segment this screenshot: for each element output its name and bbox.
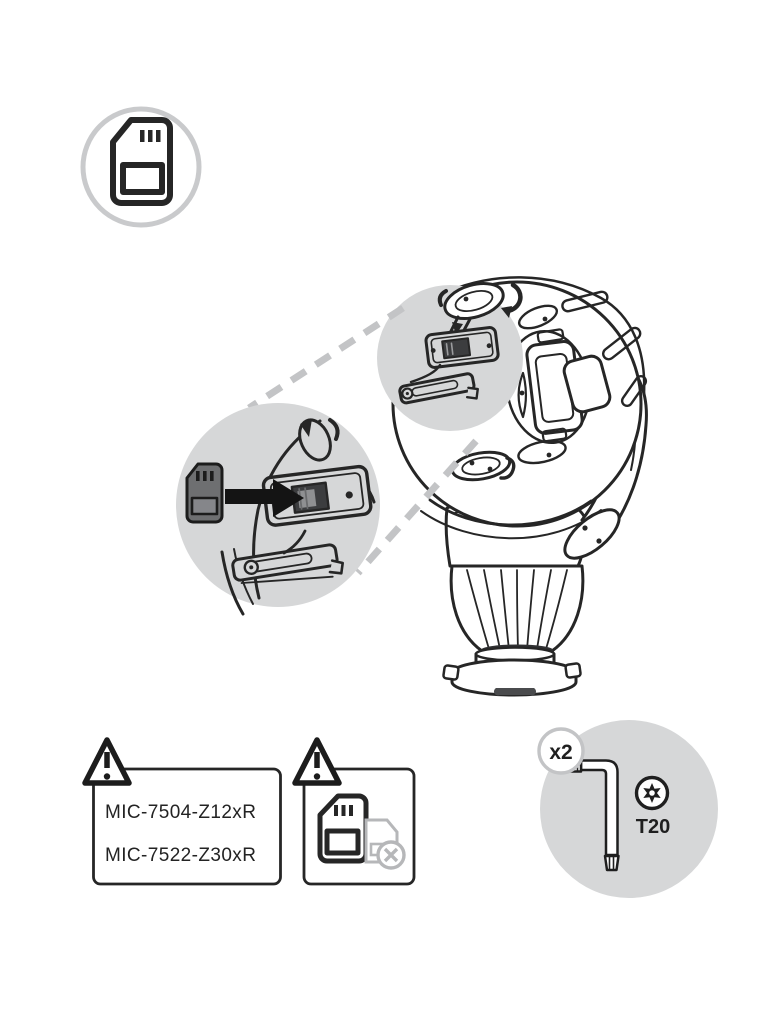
top-cap: [437, 282, 523, 336]
sd-card-error-icon: [364, 818, 406, 870]
camera-base: [442, 646, 582, 697]
quantity-badge: x2: [537, 727, 585, 775]
torx-screw-icon: [634, 775, 670, 811]
sd-card-badge: [80, 106, 202, 228]
quantity-label: x2: [549, 741, 572, 764]
callout-connector-lines: [247, 305, 479, 576]
sd-card-icon-solid: [317, 793, 369, 864]
sd-door-small: [398, 372, 479, 405]
shield-vent-slots: [517, 290, 648, 465]
sd-card-icon: [110, 117, 173, 206]
sd-card-insert: [185, 462, 224, 524]
torx-tools-badge: T20 x2: [537, 720, 718, 898]
sd-slot-plate-small: [424, 326, 500, 369]
model-number-line1: MIC-7504-Z12xR: [105, 802, 256, 823]
warning-triangle-icon-2: [292, 737, 342, 786]
connector-dashed-line-top: [247, 305, 405, 411]
rotate-arrow-icon: [501, 282, 523, 318]
sd-slot-callout-small: [377, 282, 523, 431]
connector-dashed-line-bottom: [355, 438, 479, 576]
model-warning-box: MIC-7504-Z12xR MIC-7522-Z30xR: [82, 737, 282, 886]
insert-arrow-icon: [225, 479, 304, 517]
warning-triangle-icon: [82, 737, 132, 786]
model-number-line2: MIC-7522-Z30xR: [105, 845, 256, 866]
camera-body-cone: [449, 564, 585, 656]
sd-insertion-callout: [176, 403, 380, 616]
torx-size-label: T20: [636, 816, 670, 838]
sd-slot-plate-large: [261, 464, 373, 527]
arm-hinge-block: [562, 354, 612, 414]
format-warning-box: [292, 737, 416, 886]
